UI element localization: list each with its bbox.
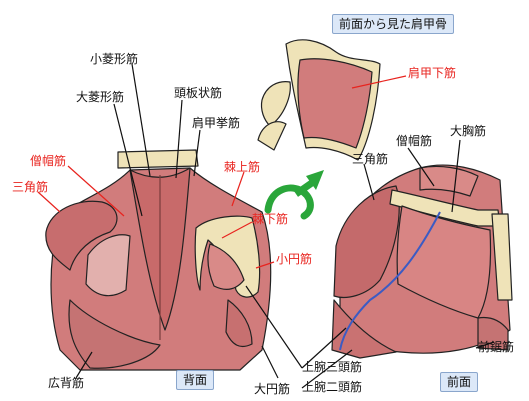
scapula-humerus [258, 122, 286, 150]
label-levator-scapulae: 肩甲挙筋 [192, 116, 240, 130]
front-scapula-title: 前面から見た肩甲骨 [332, 14, 454, 34]
label-latissimus: 広背筋 [48, 376, 84, 390]
back-view-figure [46, 150, 271, 370]
rotation-arrow [268, 170, 324, 216]
label-pectoralis-major: 大胸筋 [450, 124, 486, 138]
label-infraspinatus: 棘下筋 [252, 212, 288, 226]
scapula-front-figure [258, 40, 380, 160]
label-trapezius-back: 僧帽筋 [30, 154, 66, 168]
leader-deltoid-back [38, 192, 60, 212]
label-rhomboid-minor: 小菱形筋 [90, 52, 138, 66]
label-deltoid-back: 三角筋 [12, 180, 48, 194]
label-deltoid-front: 三角筋 [352, 152, 388, 166]
label-subscapularis: 肩甲下筋 [408, 66, 456, 80]
scapula-subscapularis [298, 59, 372, 148]
label-splenius: 頭板状筋 [174, 86, 222, 100]
back-view-label: 背面 [176, 370, 214, 390]
label-supraspinatus: 棘上筋 [224, 160, 260, 174]
label-triceps: 上腕三頭筋 [302, 360, 362, 374]
front-view-figure [332, 165, 512, 358]
label-rhomboid-major: 大菱形筋 [76, 90, 124, 104]
label-trapezius-front: 僧帽筋 [396, 134, 432, 148]
label-teres-major: 大円筋 [254, 382, 290, 396]
label-biceps: 上腕二頭筋 [302, 380, 362, 394]
leader-deltoid-front [364, 164, 374, 200]
label-serratus-anterior: 前鋸筋 [478, 340, 514, 354]
front-view-label: 前面 [440, 372, 478, 392]
neck-collar [118, 150, 198, 168]
leader-teres-major [262, 346, 278, 378]
label-teres-minor: 小円筋 [276, 252, 312, 266]
scapula-coracoid [261, 82, 290, 126]
